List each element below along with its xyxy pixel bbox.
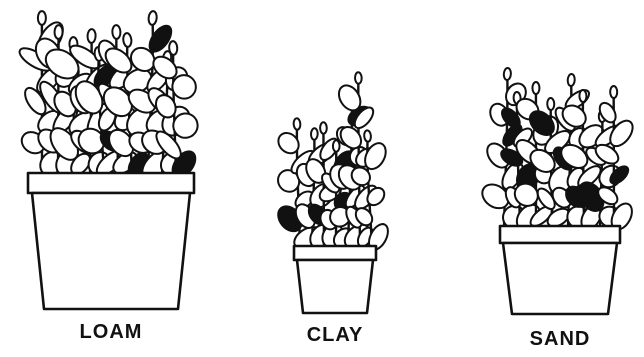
pot-sand-rim — [500, 226, 620, 243]
label-sand: SAND — [500, 328, 620, 351]
plant-bud — [320, 122, 327, 133]
plant-bud — [54, 25, 62, 39]
plant-bud — [610, 86, 617, 98]
plant-leaf — [361, 140, 390, 173]
plant-bud — [364, 130, 372, 142]
plant-loam — [16, 11, 202, 184]
plant-bud — [87, 29, 96, 43]
plant-bud — [547, 98, 554, 110]
plant-bud — [355, 72, 362, 84]
label-loam: LOAM — [51, 321, 171, 344]
plant-bud — [169, 41, 178, 55]
plant-bud — [112, 25, 121, 39]
plant-leaf — [274, 129, 303, 157]
plant-bud — [503, 68, 511, 80]
plant-bud — [567, 74, 575, 86]
plant-bud — [123, 33, 132, 48]
pot-clay-body — [297, 260, 373, 313]
plant-sand — [478, 68, 637, 234]
plant-bud — [333, 140, 340, 151]
pot-sand-body — [503, 243, 617, 314]
pot-loam-rim — [28, 173, 194, 193]
label-clay: CLAY — [275, 324, 395, 347]
pot-clay-rim — [294, 246, 376, 260]
plant-bud — [293, 118, 300, 130]
plant-bud — [532, 82, 539, 94]
plant-bud — [148, 11, 157, 26]
plant-bud — [579, 90, 586, 102]
plant-bud — [311, 128, 318, 140]
plant-bud — [38, 11, 46, 25]
pot-loam-body — [32, 193, 190, 309]
plant-clay — [273, 72, 392, 254]
